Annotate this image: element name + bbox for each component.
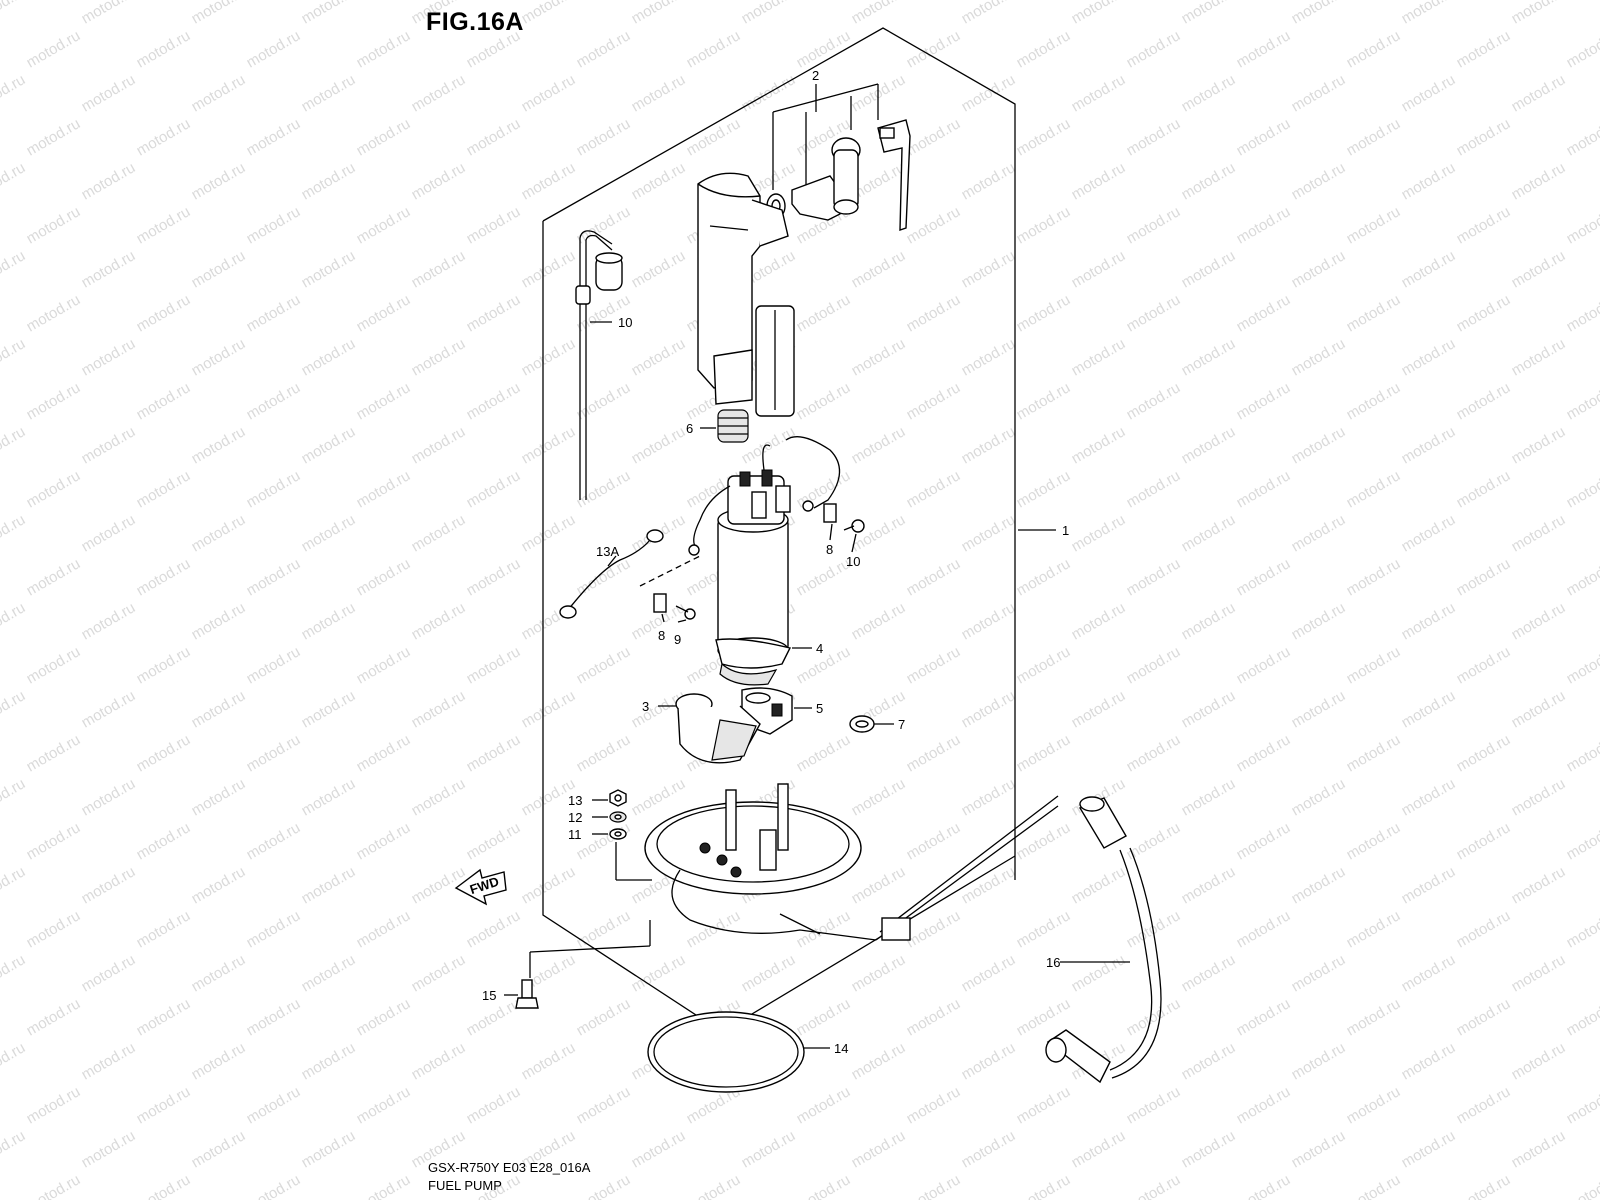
part-10-screw-right — [843, 519, 865, 533]
part-labels: 1 2 3 4 5 6 7 8 8 9 10 10 11 12 13 13A 1… — [482, 68, 1069, 1056]
section-name-caption: FUEL PUMP — [428, 1178, 502, 1193]
label-13a: 13A — [596, 544, 619, 559]
fwd-direction-arrow: FWD — [454, 868, 507, 906]
label-10b: 10 — [846, 554, 860, 569]
label-1: 1 — [1062, 523, 1069, 538]
label-8a: 8 — [658, 628, 665, 643]
part-4-pump-holder — [715, 638, 792, 686]
part-13-nut — [609, 789, 627, 807]
part-8-plate-right — [823, 503, 837, 523]
label-3: 3 — [642, 699, 649, 714]
label-6: 6 — [686, 421, 693, 436]
fuel-pump-motor — [688, 436, 841, 663]
label-7: 7 — [898, 717, 905, 732]
label-5: 5 — [816, 701, 823, 716]
part-16-wiring-harness — [875, 795, 1162, 1084]
label-2: 2 — [812, 68, 819, 83]
model-code-caption: GSX-R750Y E03 E28_016A — [428, 1160, 591, 1175]
part-2-leader-bracket — [772, 83, 879, 190]
part-12-washer — [609, 811, 627, 823]
label-14: 14 — [834, 1041, 848, 1056]
part-9-screw — [675, 605, 696, 620]
label-16: 16 — [1046, 955, 1060, 970]
part-11-washer — [609, 828, 627, 840]
part-14-gasket — [647, 1011, 805, 1093]
label-11: 11 — [568, 827, 582, 842]
label-15: 15 — [482, 988, 496, 1003]
label-9: 9 — [674, 632, 681, 647]
part-8-plate-left — [653, 593, 667, 613]
part-7-o-ring — [849, 715, 875, 733]
label-8b: 8 — [826, 542, 833, 557]
label-4: 4 — [816, 641, 823, 656]
fuel-filter-housing — [697, 172, 795, 417]
figure-title: FIG.16A — [426, 8, 524, 36]
part-10-vent-tube — [575, 230, 623, 500]
part-6-cushion — [717, 409, 749, 443]
part-15-bolt — [515, 920, 651, 1009]
leader-lines — [504, 321, 1130, 1049]
label-12: 12 — [568, 810, 582, 825]
label-13: 13 — [568, 793, 582, 808]
label-10a: 10 — [618, 315, 632, 330]
assembly-boundary-box — [542, 27, 1016, 880]
part-2-pressure-regulator — [766, 119, 911, 231]
pump-base-plate — [615, 783, 877, 941]
part-3-strainer — [675, 693, 761, 764]
part-13a-ground-lead — [559, 529, 701, 619]
